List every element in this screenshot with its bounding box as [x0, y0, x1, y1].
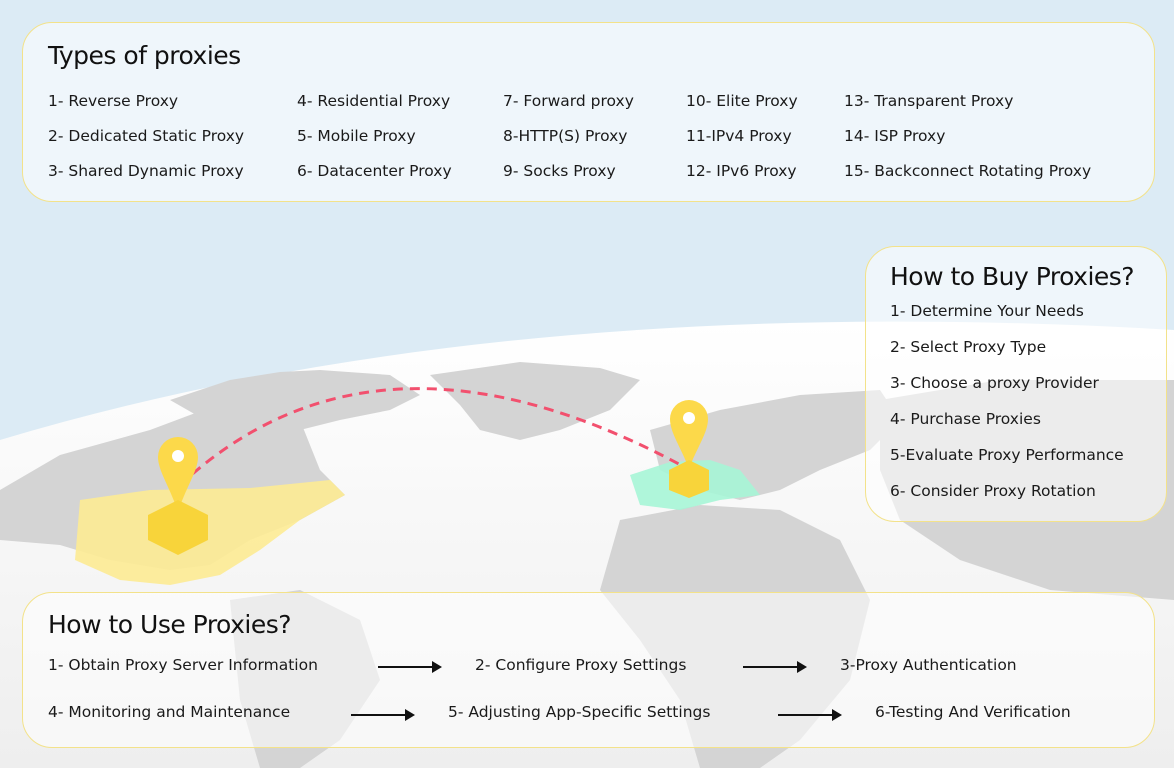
- greenland: [430, 362, 640, 440]
- use-step-item: 3-Proxy Authentication: [840, 656, 1017, 674]
- arrow-right-icon: [378, 661, 442, 673]
- arrow-right-icon: [351, 709, 415, 721]
- buy-title: How to Buy Proxies?: [890, 262, 1135, 291]
- proxy-type-item: 2- Dedicated Static Proxy: [48, 127, 245, 145]
- pin-europe-icon: [669, 400, 709, 498]
- how-to-use-panel: How to Use Proxies? 1- Obtain Proxy Serv…: [22, 592, 1155, 748]
- buy-step-item: 5-Evaluate Proxy Performance: [890, 446, 1124, 464]
- use-step-item: 1- Obtain Proxy Server Information: [48, 656, 318, 674]
- canada-islands: [170, 370, 420, 440]
- arrow-right-icon: [778, 709, 842, 721]
- proxy-type-item: 8-HTTP(S) Proxy: [503, 127, 628, 145]
- buy-step-item: 1- Determine Your Needs: [890, 302, 1084, 320]
- route-line: [178, 387, 691, 487]
- buy-step-item: 2- Select Proxy Type: [890, 338, 1047, 356]
- proxy-type-item: 14- ISP Proxy: [844, 127, 946, 145]
- types-title: Types of proxies: [48, 41, 241, 70]
- types-of-proxies-panel: Types of proxies 1- Reverse Proxy 2- Dedi…: [22, 22, 1155, 202]
- use-step-item: 6-Testing And Verification: [875, 703, 1071, 721]
- proxy-type-item: 7- Forward proxy: [503, 92, 634, 110]
- proxy-type-item: 15- Backconnect Rotating Proxy: [844, 162, 1092, 180]
- proxy-type-item: 6- Datacenter Proxy: [297, 162, 452, 180]
- use-title: How to Use Proxies?: [48, 610, 292, 639]
- proxy-type-item: 11-IPv4 Proxy: [686, 127, 792, 145]
- use-step-item: 5- Adjusting App-Specific Settings: [448, 703, 711, 721]
- proxy-type-item: 1- Reverse Proxy: [48, 92, 179, 110]
- proxy-type-item: 10- Elite Proxy: [686, 92, 798, 110]
- proxy-type-item: 4- Residential Proxy: [297, 92, 451, 110]
- arrow-right-icon: [743, 661, 807, 673]
- usa-highlight: [75, 480, 345, 585]
- proxy-type-item: 13- Transparent Proxy: [844, 92, 1014, 110]
- how-to-buy-panel: How to Buy Proxies? 1- Determine Your Ne…: [865, 246, 1167, 522]
- proxy-type-item: 3- Shared Dynamic Proxy: [48, 162, 244, 180]
- buy-step-item: 3- Choose a proxy Provider: [890, 374, 1099, 392]
- use-step-item: 4- Monitoring and Maintenance: [48, 703, 291, 721]
- proxy-type-item: 12- IPv6 Proxy: [686, 162, 797, 180]
- proxy-type-item: 9- Socks Proxy: [503, 162, 616, 180]
- buy-step-item: 4- Purchase Proxies: [890, 410, 1041, 428]
- buy-step-item: 6- Consider Proxy Rotation: [890, 482, 1096, 500]
- proxy-type-item: 5- Mobile Proxy: [297, 127, 416, 145]
- use-step-item: 2- Configure Proxy Settings: [475, 656, 687, 674]
- pin-usa-icon: [148, 437, 208, 555]
